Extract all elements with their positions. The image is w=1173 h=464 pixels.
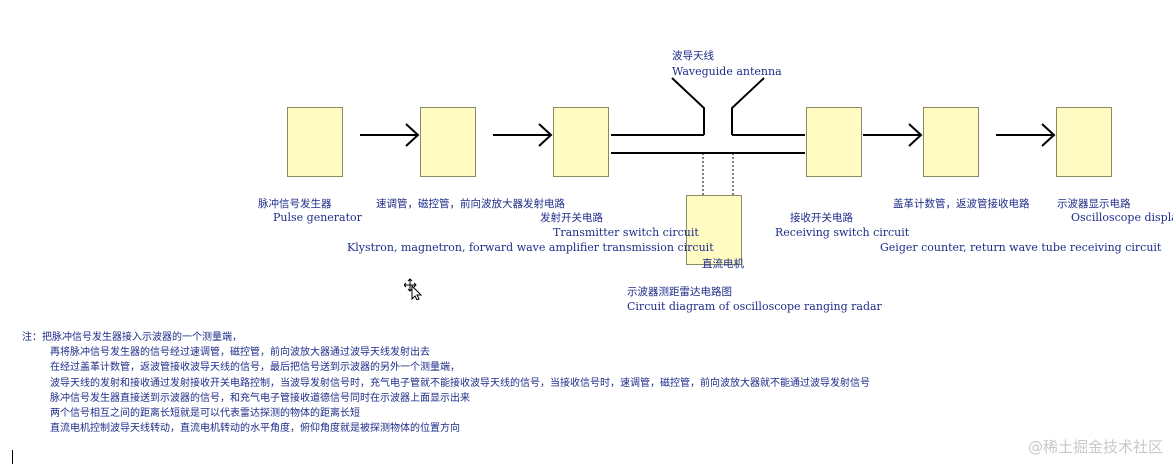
antenna-horn-right (731, 77, 765, 135)
transmitter-switch-label-en: Transmitter switch circuit (553, 226, 699, 239)
antenna-horn-left (671, 77, 705, 135)
antenna-label-en: Waveguide antenna (672, 65, 782, 78)
note-line: 脉冲信号发生器直接送到示波器的信号，和充气电子管接收道德信号同时在示波器上面显示… (50, 392, 470, 404)
geiger-label-en: Geiger counter, return wave tube receivi… (880, 241, 1162, 254)
note-line: 在经过盖革计数管，返波管接收波导天线的信号，最后把信号送到示波器的另外一个测量端… (50, 362, 460, 374)
receiving-switch-block (806, 107, 862, 177)
diagram-title-cn: 示波器测距雷达电路图 (627, 286, 732, 298)
oscilloscope-block (1056, 107, 1112, 177)
oscilloscope-label-cn: 示波器显示电路 (1057, 198, 1131, 210)
motor-label-cn: 直流电机 (702, 258, 744, 270)
arrow-head-4 (1041, 123, 1056, 147)
note-line: 直流电机控制波导天线转动，直流电机转动的水平角度，俯仰角度就是被探测物体的位置方… (50, 423, 460, 435)
note-line: 两个信号相互之间的距离长短就是可以代表雷达探测的物体的距离长短 (50, 407, 360, 419)
text-caret (12, 450, 13, 464)
arrow-head-2 (538, 123, 553, 147)
notes-block: 注：把脉冲信号发生器接入示波器的一个测量端， 再将脉冲信号发生器的信号经过速调管… (22, 330, 870, 436)
antenna-label-cn: 波导天线 (672, 50, 714, 62)
transmitter-switch-block (553, 107, 609, 177)
motor-block (686, 195, 742, 265)
pulse-generator-label-cn: 脉冲信号发生器 (258, 198, 332, 210)
klystron-block (420, 107, 476, 177)
oscilloscope-label-en: Oscilloscope display (1071, 211, 1173, 224)
note-line: 波导天线的发射和接收通过发射接收开关电路控制，当波导发射信号时，充气电子管就不能… (50, 377, 870, 389)
arrow-head-3 (908, 123, 923, 147)
arrow-head-1 (405, 123, 420, 147)
note-line: 注：把脉冲信号发生器接入示波器的一个测量端， (22, 332, 242, 343)
geiger-label-cn: 盖革计数管，返波管接收电路 (893, 198, 1030, 210)
note-line: 再将脉冲信号发生器的信号经过速调管，磁控管，前向波放大器通过波导天线发射出去 (50, 347, 430, 359)
diagram-title-en: Circuit diagram of oscilloscope ranging … (627, 300, 882, 313)
transmitter-switch-label-cn: 发射开关电路 (540, 212, 603, 224)
receiving-switch-label-cn: 接收开关电路 (790, 212, 853, 224)
watermark: @稀土掘金技术社区 (1027, 438, 1163, 456)
klystron-label-en: Klystron, magnetron, forward wave amplif… (347, 241, 714, 254)
pulse-generator-block (287, 107, 343, 177)
receiving-switch-label-en: Receiving switch circuit (775, 226, 910, 239)
geiger-block (923, 107, 979, 177)
mouse-cursor-icon (403, 278, 423, 304)
pulse-generator-label-en: Pulse generator (273, 211, 362, 224)
klystron-label-cn: 速调管，磁控管，前向波放大器发射电路 (376, 198, 565, 210)
